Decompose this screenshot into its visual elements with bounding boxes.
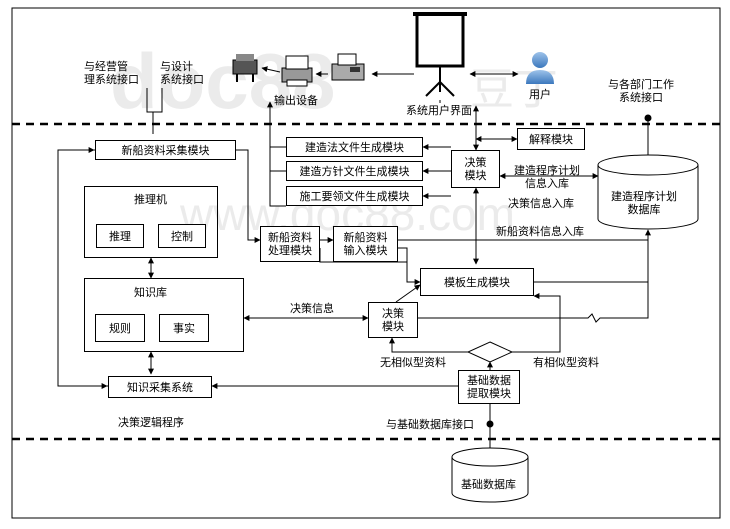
- construction-doc-module[interactable]: 施工要领文件生成模块: [286, 186, 423, 206]
- iface-design-label: 与设计 系统接口: [160, 60, 204, 86]
- knowledge-base-frame: [84, 278, 244, 352]
- ship-data-collection-module[interactable]: 新船资料采集模块: [95, 140, 236, 160]
- rules-box[interactable]: 规则: [95, 314, 145, 342]
- template-generation-module[interactable]: 模板生成模块: [420, 268, 534, 296]
- arrow-input-to-template: [398, 247, 421, 285]
- policy-doc-module[interactable]: 建造方针文件生成模块: [286, 161, 423, 181]
- decision-module-mid[interactable]: 决策 模块: [368, 302, 418, 338]
- plan-database-label: 建造程序计划 数据库: [611, 190, 677, 216]
- decision-to-plandb: [418, 232, 649, 323]
- arrow-decision-to-template: [395, 284, 421, 303]
- control-box[interactable]: 控制: [158, 224, 206, 248]
- arrow-has-similar: [512, 293, 561, 353]
- dept-iface-dot: [644, 114, 652, 122]
- plotter-icon: [232, 54, 258, 82]
- no-similar-label: 无相似型资料: [380, 356, 446, 369]
- iface-bracket: [146, 88, 163, 113]
- arrow-no-similar: [389, 337, 468, 353]
- knowledge-collection-system[interactable]: 知识采集系统: [108, 376, 212, 398]
- logic-program-label: 决策逻辑程序: [118, 416, 184, 429]
- basic-data-extraction-module[interactable]: 基础数据 提取模块: [458, 370, 520, 404]
- plan-db-cylinder: [597, 154, 699, 230]
- doc-bus: [269, 140, 286, 207]
- decision-info-in-label: 决策信息入库: [508, 197, 574, 210]
- user-label: 用户: [529, 88, 551, 101]
- outer-frame: [11, 7, 721, 519]
- user-icon: [526, 52, 554, 84]
- base-iface-label: 与基础数据库接口: [386, 418, 474, 431]
- law-doc-module[interactable]: 建造法文件生成模块: [286, 137, 423, 157]
- ship-data-processing-module[interactable]: 新船资料 处理模块: [260, 226, 320, 262]
- ship-data-input-module[interactable]: 新船资料 输入模块: [333, 226, 398, 262]
- fax-icon: [331, 53, 365, 81]
- output-device-label: 输出设备: [274, 94, 318, 107]
- iface-business-label: 与经营管 理系统接口: [84, 60, 139, 86]
- decision-info-label: 决策信息: [290, 302, 334, 315]
- arrow-collect-to-process: [236, 149, 261, 243]
- base-db-cylinder: [451, 447, 529, 503]
- process-to-template-line: [319, 248, 407, 263]
- decision-module-top[interactable]: 决策 模块: [451, 150, 500, 188]
- projector-screen-icon: [413, 12, 467, 97]
- has-similar-label: 有相似型资料: [533, 356, 599, 369]
- knowledge-base-title: 知识库: [134, 286, 167, 299]
- reason-box[interactable]: 推理: [96, 224, 144, 248]
- user-interface-label: 系统用户界面: [406, 104, 472, 117]
- base-iface-dot: [486, 420, 494, 428]
- printer-icon: [281, 55, 313, 87]
- facts-box[interactable]: 事实: [159, 314, 209, 342]
- explain-module[interactable]: 解释模块: [517, 128, 585, 150]
- arrow-printer-to-plotter: [261, 66, 281, 73]
- base-database-label: 基础数据库: [461, 478, 516, 491]
- iface-departments-label: 与各部门工作 系统接口: [608, 78, 674, 104]
- similar-diamond: [466, 341, 514, 363]
- plan-info-in-label: 建造程序计划 信息入库: [514, 164, 580, 190]
- reasoning-engine-frame: [84, 186, 218, 258]
- reasoning-engine-title: 推理机: [134, 193, 167, 206]
- ship-info-in-label: 新船资料信息入库: [496, 225, 584, 238]
